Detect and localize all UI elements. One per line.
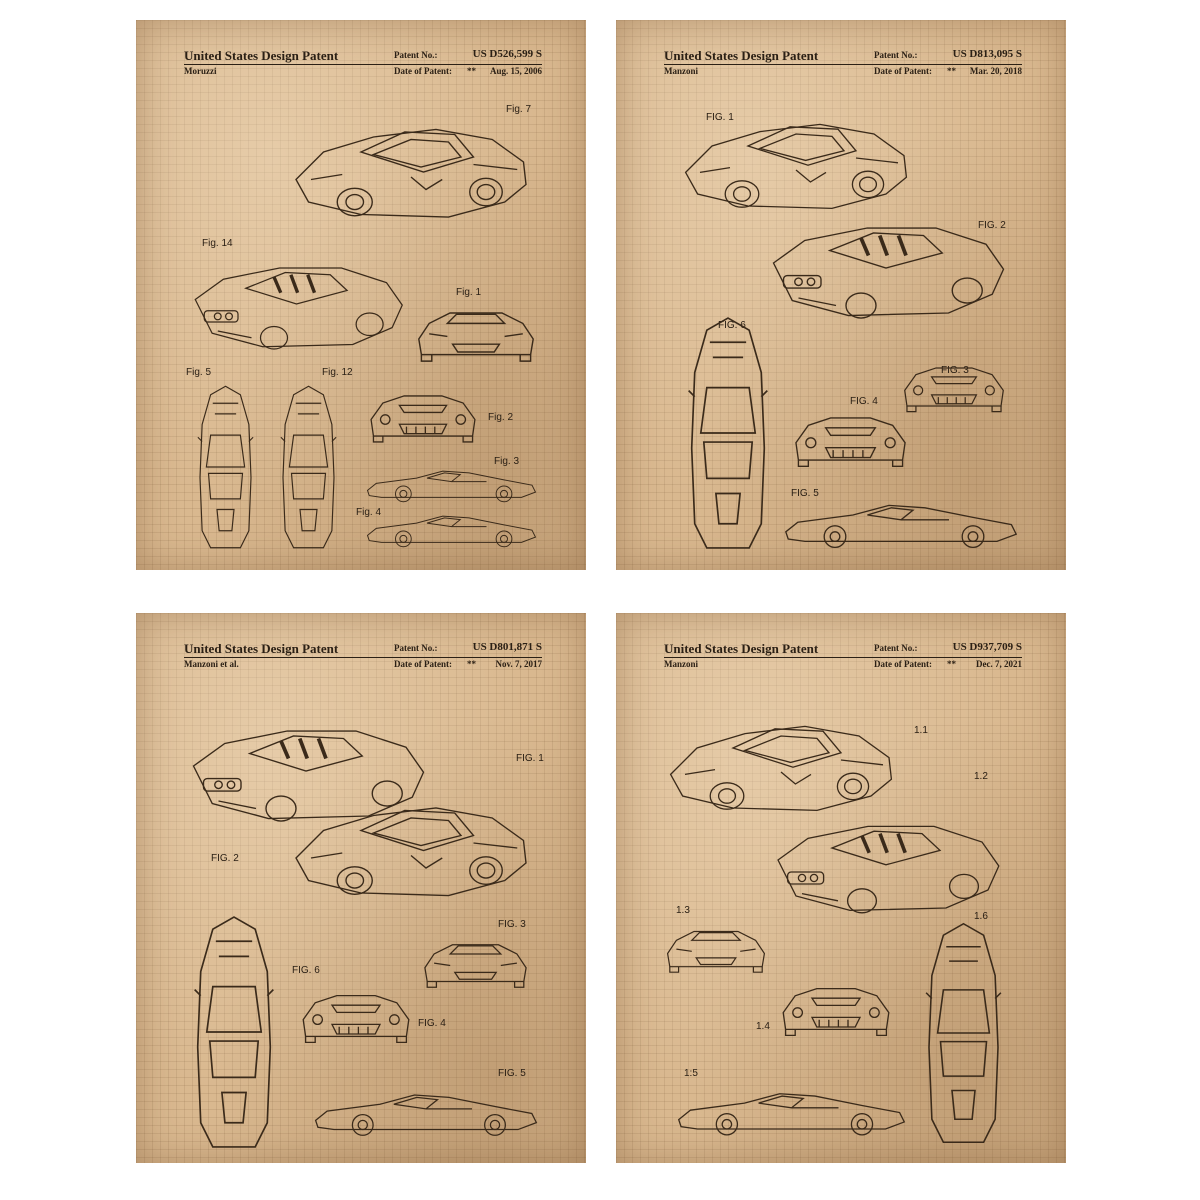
fig-label: FIG. 2 bbox=[211, 853, 239, 864]
car-drawing-fig6 bbox=[678, 312, 778, 554]
patent-number-label: Patent No.: bbox=[394, 50, 438, 60]
car-drawing-fig12 bbox=[271, 382, 346, 552]
header-rule bbox=[184, 657, 542, 658]
car-drawing-fig7 bbox=[286, 102, 536, 227]
fig-label: FIG. 5 bbox=[791, 488, 819, 499]
patent-date: Mar. 20, 2018 bbox=[969, 66, 1022, 76]
patent-stars: ** bbox=[467, 66, 476, 76]
fig-label: 1.2 bbox=[974, 771, 988, 782]
fig-label: FIG. 1 bbox=[516, 753, 544, 764]
patent-inventor: Moruzzi bbox=[184, 66, 217, 76]
fig-label: Fig. 12 bbox=[322, 367, 353, 378]
patent-number-label: Patent No.: bbox=[874, 643, 918, 653]
patent-header: United States Design Patent Manzoni Pate… bbox=[664, 48, 1022, 82]
car-drawing-fig4 bbox=[788, 408, 913, 470]
patent-inventor: Manzoni bbox=[664, 659, 699, 669]
patent-number: US D526,599 S bbox=[472, 48, 542, 60]
car-drawing-fig1-3 bbox=[661, 918, 771, 978]
patent-number: US D813,095 S bbox=[952, 48, 1022, 60]
fig-label: 1.4 bbox=[756, 1021, 770, 1032]
car-drawing-fig3 bbox=[364, 460, 539, 505]
car-drawing-fig1-6 bbox=[916, 918, 1011, 1148]
header-rule bbox=[184, 64, 542, 65]
fig-label: FIG. 3 bbox=[941, 365, 969, 376]
fig-label: FIG. 4 bbox=[418, 1018, 446, 1029]
patent-poster-4: United States Design Patent Manzoni Pate… bbox=[616, 613, 1066, 1163]
fig-label: FIG. 4 bbox=[850, 396, 878, 407]
fig-label: Fig. 2 bbox=[488, 412, 514, 423]
patent-date: Nov. 7, 2017 bbox=[495, 659, 542, 669]
fig-label: Fig. 7 bbox=[506, 104, 532, 115]
fig-label: Fig. 5 bbox=[186, 367, 212, 378]
patent-stars: ** bbox=[467, 659, 476, 669]
car-drawing-fig1-5 bbox=[674, 1078, 909, 1140]
patent-date-label: Date of Patent: bbox=[394, 659, 452, 669]
fig-label: FIG. 6 bbox=[718, 320, 746, 331]
car-drawing-fig5 bbox=[188, 382, 263, 552]
fig-label: FIG. 6 bbox=[292, 965, 320, 976]
fig-label: 1.3 bbox=[676, 905, 690, 916]
patent-title: United States Design Patent bbox=[664, 641, 819, 656]
patent-inventor: Manzoni et al. bbox=[184, 659, 239, 669]
car-drawing-fig14 bbox=[184, 232, 409, 367]
car-drawing-fig5 bbox=[781, 490, 1021, 552]
header-rule bbox=[664, 657, 1022, 658]
fig-label: 1:5 bbox=[684, 1068, 698, 1079]
patent-number: US D937,709 S bbox=[952, 641, 1022, 653]
patent-header: United States Design Patent Moruzzi Pate… bbox=[184, 48, 542, 82]
fig-label: FIG. 1 bbox=[706, 112, 734, 123]
patent-date: Dec. 7, 2021 bbox=[976, 659, 1022, 669]
car-drawing-fig2 bbox=[364, 385, 482, 447]
patent-poster-3: United States Design Patent Manzoni et a… bbox=[136, 613, 586, 1163]
patent-header: United States Design Patent Manzoni Pate… bbox=[664, 641, 1022, 675]
fig-label: FIG. 2 bbox=[978, 220, 1006, 231]
patent-number: US D801,871 S bbox=[472, 641, 542, 653]
patent-date: Aug. 15, 2006 bbox=[489, 66, 542, 76]
fig-label: FIG. 5 bbox=[498, 1068, 526, 1079]
car-drawing-fig4 bbox=[296, 985, 416, 1047]
patent-title: United States Design Patent bbox=[184, 48, 339, 63]
car-drawing-fig1 bbox=[411, 300, 541, 365]
patent-number-label: Patent No.: bbox=[874, 50, 918, 60]
fig-label: 1.6 bbox=[974, 911, 988, 922]
patent-poster-2: United States Design Patent Manzoni Pate… bbox=[616, 20, 1066, 570]
patent-poster-1: United States Design Patent Moruzzi Pate… bbox=[136, 20, 586, 570]
patent-stars: ** bbox=[947, 659, 956, 669]
patent-inventor: Manzoni bbox=[664, 66, 699, 76]
car-drawing-fig6 bbox=[184, 911, 284, 1153]
car-drawing-fig3 bbox=[418, 931, 533, 993]
fig-label: Fig. 3 bbox=[494, 456, 520, 467]
patent-stars: ** bbox=[947, 66, 956, 76]
header-rule bbox=[664, 64, 1022, 65]
patent-title: United States Design Patent bbox=[664, 48, 819, 63]
fig-label: Fig. 4 bbox=[356, 507, 382, 518]
car-drawing-fig1-4 bbox=[776, 978, 896, 1040]
fig-label: Fig. 14 bbox=[202, 238, 233, 249]
patent-title: United States Design Patent bbox=[184, 641, 339, 656]
patent-header: United States Design Patent Manzoni et a… bbox=[184, 641, 542, 675]
fig-label: Fig. 1 bbox=[456, 287, 482, 298]
car-drawing-fig2 bbox=[761, 188, 1011, 338]
car-drawing-fig1 bbox=[286, 773, 536, 913]
patent-date-label: Date of Patent: bbox=[874, 66, 932, 76]
car-drawing-fig1-2 bbox=[766, 785, 1006, 935]
car-drawing-fig4 bbox=[364, 505, 539, 550]
fig-label: FIG. 3 bbox=[498, 919, 526, 930]
patent-number-label: Patent No.: bbox=[394, 643, 438, 653]
fig-label: 1.1 bbox=[914, 725, 928, 736]
patent-date-label: Date of Patent: bbox=[394, 66, 452, 76]
car-drawing-fig5 bbox=[311, 1081, 541, 1139]
patent-date-label: Date of Patent: bbox=[874, 659, 932, 669]
car-drawing-fig3 bbox=[898, 358, 1010, 416]
